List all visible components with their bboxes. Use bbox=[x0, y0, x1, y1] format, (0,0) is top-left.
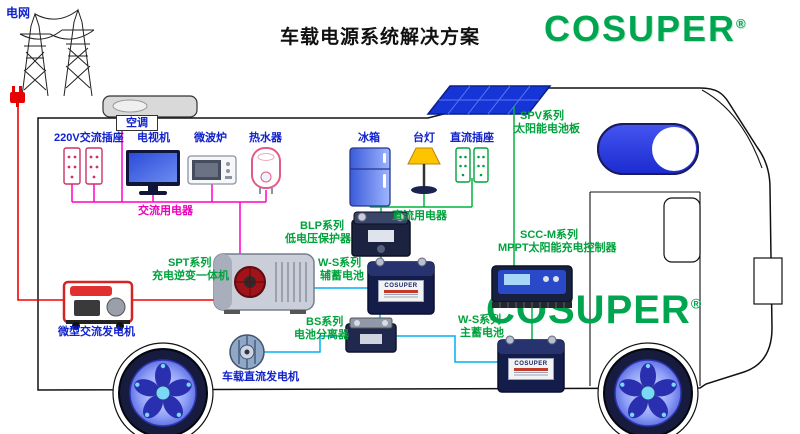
brand-logo: COSUPER® bbox=[544, 8, 748, 49]
ac-socket-icon bbox=[63, 147, 103, 185]
main-battery-name-label: 主蓄电池 bbox=[460, 327, 504, 339]
page-title: 车载电源系统解决方案 bbox=[279, 27, 480, 48]
blp-name-label: 低电压保护器 bbox=[285, 233, 351, 245]
blp-protector-illustration bbox=[351, 211, 411, 257]
scc-series-label: SCC-M系列 bbox=[520, 229, 579, 241]
air-conditioner-label: 空调 bbox=[116, 115, 158, 131]
grid-plug-icon bbox=[10, 86, 25, 107]
spt-inverter-illustration bbox=[213, 253, 315, 314]
spv-series-label: SPV系列 bbox=[520, 110, 565, 122]
tv-label: 电视机 bbox=[137, 132, 170, 144]
main-battery-sticker-brand: COSUPER bbox=[514, 361, 548, 367]
grid-label: 电网 bbox=[6, 6, 31, 20]
solar-panel-icon bbox=[426, 85, 552, 115]
ac-generator-illustration bbox=[62, 280, 134, 330]
water-heater-label: 热水器 bbox=[249, 132, 282, 144]
lamp-icon bbox=[407, 147, 441, 194]
blp-series-label: BLP系列 bbox=[300, 220, 344, 232]
aux-battery-sticker-brand: COSUPER bbox=[384, 283, 418, 289]
ac-socket-label: 220V交流插座 bbox=[54, 132, 124, 144]
aux-battery-sticker: COSUPER bbox=[378, 280, 424, 302]
spt-series-label: SPT系列 bbox=[168, 257, 212, 269]
fridge-icon bbox=[349, 147, 391, 207]
water-heater-icon bbox=[251, 147, 281, 194]
front-grille bbox=[753, 257, 783, 305]
aux-battery-name-label: 辅蓄电池 bbox=[320, 270, 364, 282]
bs-series-label: BS系列 bbox=[306, 316, 344, 328]
rear-wheel bbox=[118, 348, 208, 434]
dc-socket-icon bbox=[455, 147, 489, 183]
microwave-label: 微波炉 bbox=[194, 132, 227, 144]
dc-generator-label: 车载直流发电机 bbox=[222, 371, 299, 383]
scc-controller-illustration bbox=[491, 265, 573, 308]
dc-group-label: 直流用电器 bbox=[392, 210, 447, 222]
front-wheel bbox=[603, 348, 693, 434]
ac-generator-label: 微型交流发电机 bbox=[58, 326, 135, 338]
door-window bbox=[663, 197, 701, 263]
bs-separator-illustration bbox=[345, 317, 397, 353]
spv-name-label: 太阳能电池板 bbox=[514, 123, 580, 135]
microwave-icon bbox=[187, 155, 237, 185]
scc-name-label: MPPT太阳能充电控制器 bbox=[498, 242, 617, 254]
lamp-label: 台灯 bbox=[413, 132, 435, 144]
dc-generator-illustration bbox=[229, 334, 265, 370]
spt-name-label: 充电逆变一体机 bbox=[152, 270, 229, 282]
power-grid-towers-icon bbox=[19, 8, 95, 97]
main-battery-sticker: COSUPER bbox=[508, 358, 554, 380]
windshield-pillar bbox=[701, 89, 763, 169]
aux-battery-series-label: W-S系列 bbox=[318, 257, 362, 269]
tv-icon bbox=[126, 150, 180, 195]
dc-socket-label: 直流插座 bbox=[450, 132, 494, 144]
wire-grid-input bbox=[17, 107, 218, 301]
fridge-label: 冰箱 bbox=[358, 132, 380, 144]
air-conditioner-unit-icon bbox=[102, 95, 198, 118]
ac-group-label: 交流用电器 bbox=[138, 205, 193, 217]
bs-name-label: 电池分离器 bbox=[294, 329, 349, 341]
main-battery-series-label: W-S系列 bbox=[458, 314, 502, 326]
